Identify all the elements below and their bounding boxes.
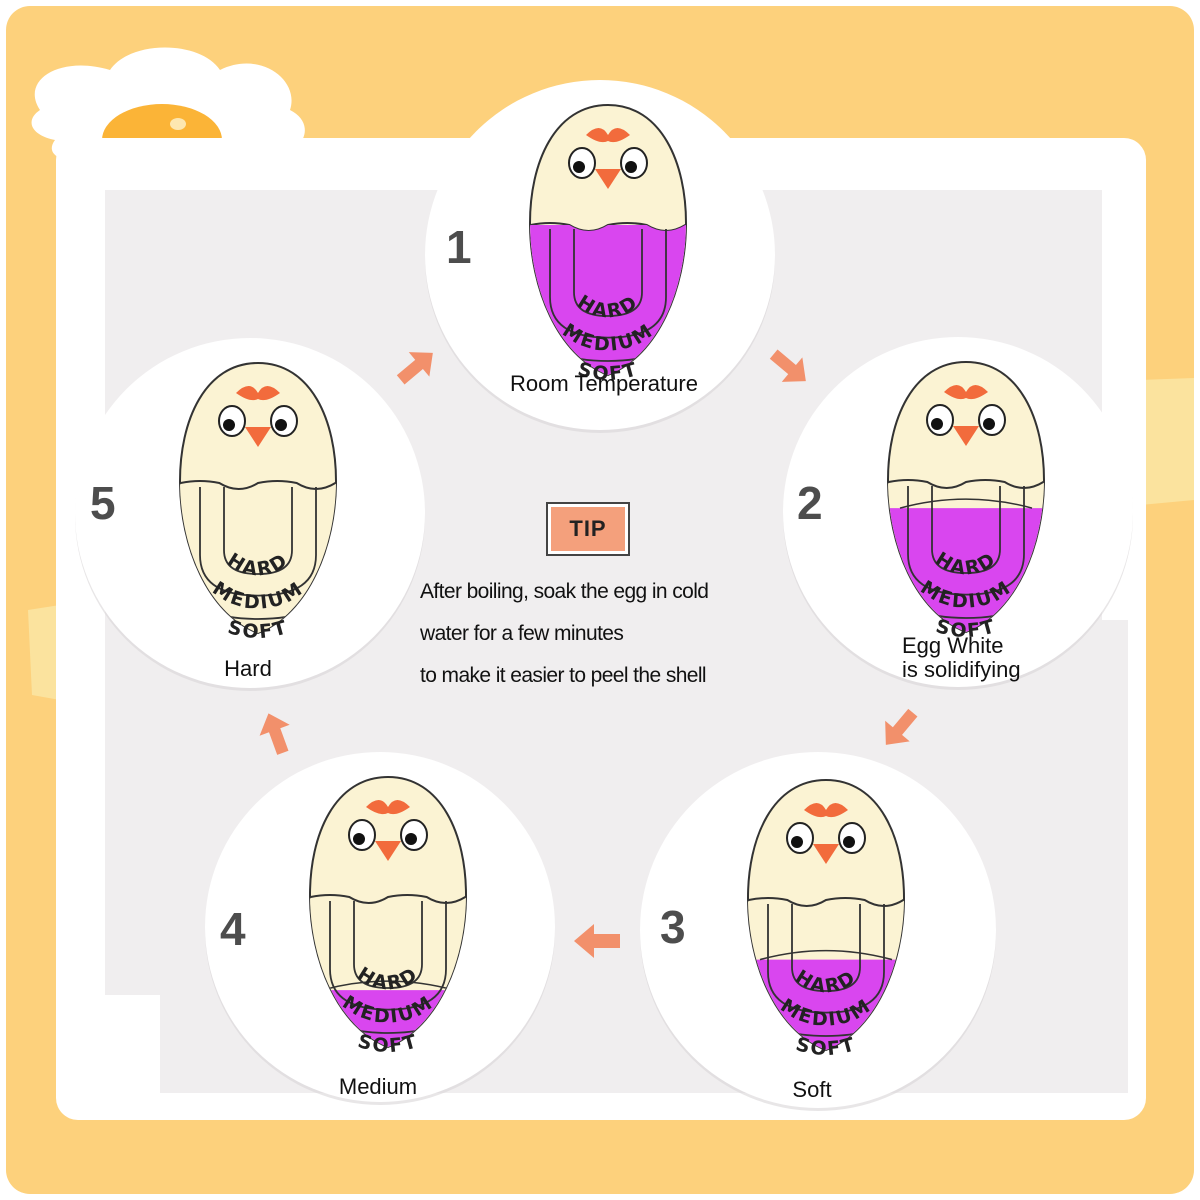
step-number: 1 xyxy=(446,221,472,273)
step-caption: Room Temperature xyxy=(510,371,698,396)
comb-icon xyxy=(944,385,988,400)
step-number: 3 xyxy=(660,901,686,953)
step-number: 4 xyxy=(220,903,246,955)
step-caption-line: Egg White xyxy=(902,633,1004,658)
step-number: 5 xyxy=(90,477,116,529)
comb-icon xyxy=(804,803,848,818)
tip-line: After boiling, soak the egg in cold xyxy=(420,580,709,603)
toast-decoration-left xyxy=(28,605,60,700)
tip-label: TIP xyxy=(551,507,625,551)
tip-badge: TIP xyxy=(546,502,630,556)
beak-icon xyxy=(595,169,621,189)
beak-icon xyxy=(375,841,401,861)
beak-icon xyxy=(953,426,979,446)
toast-decoration-right xyxy=(1140,378,1194,505)
beak-icon xyxy=(245,427,271,447)
comb-icon xyxy=(586,128,630,143)
tip-text: After boiling, soak the egg in cold wate… xyxy=(420,575,780,701)
step-number: 2 xyxy=(797,477,823,529)
arrow-icon xyxy=(574,924,620,958)
comb-icon xyxy=(366,800,410,815)
step-caption: Medium xyxy=(338,1074,418,1099)
step-caption-line: is solidifying xyxy=(902,657,1021,682)
arrow-icon xyxy=(769,349,806,382)
step-caption: Soft xyxy=(792,1077,832,1102)
comb-icon xyxy=(236,386,280,401)
step-caption: Hard xyxy=(224,656,272,681)
arrow-icon xyxy=(396,352,433,385)
arrow-icon xyxy=(885,708,918,745)
tip-line: water for a few minutes xyxy=(420,622,624,645)
beak-icon xyxy=(813,844,839,864)
tip-line: to make it easier to peel the shell xyxy=(420,664,707,687)
arrow-icon xyxy=(259,713,290,755)
